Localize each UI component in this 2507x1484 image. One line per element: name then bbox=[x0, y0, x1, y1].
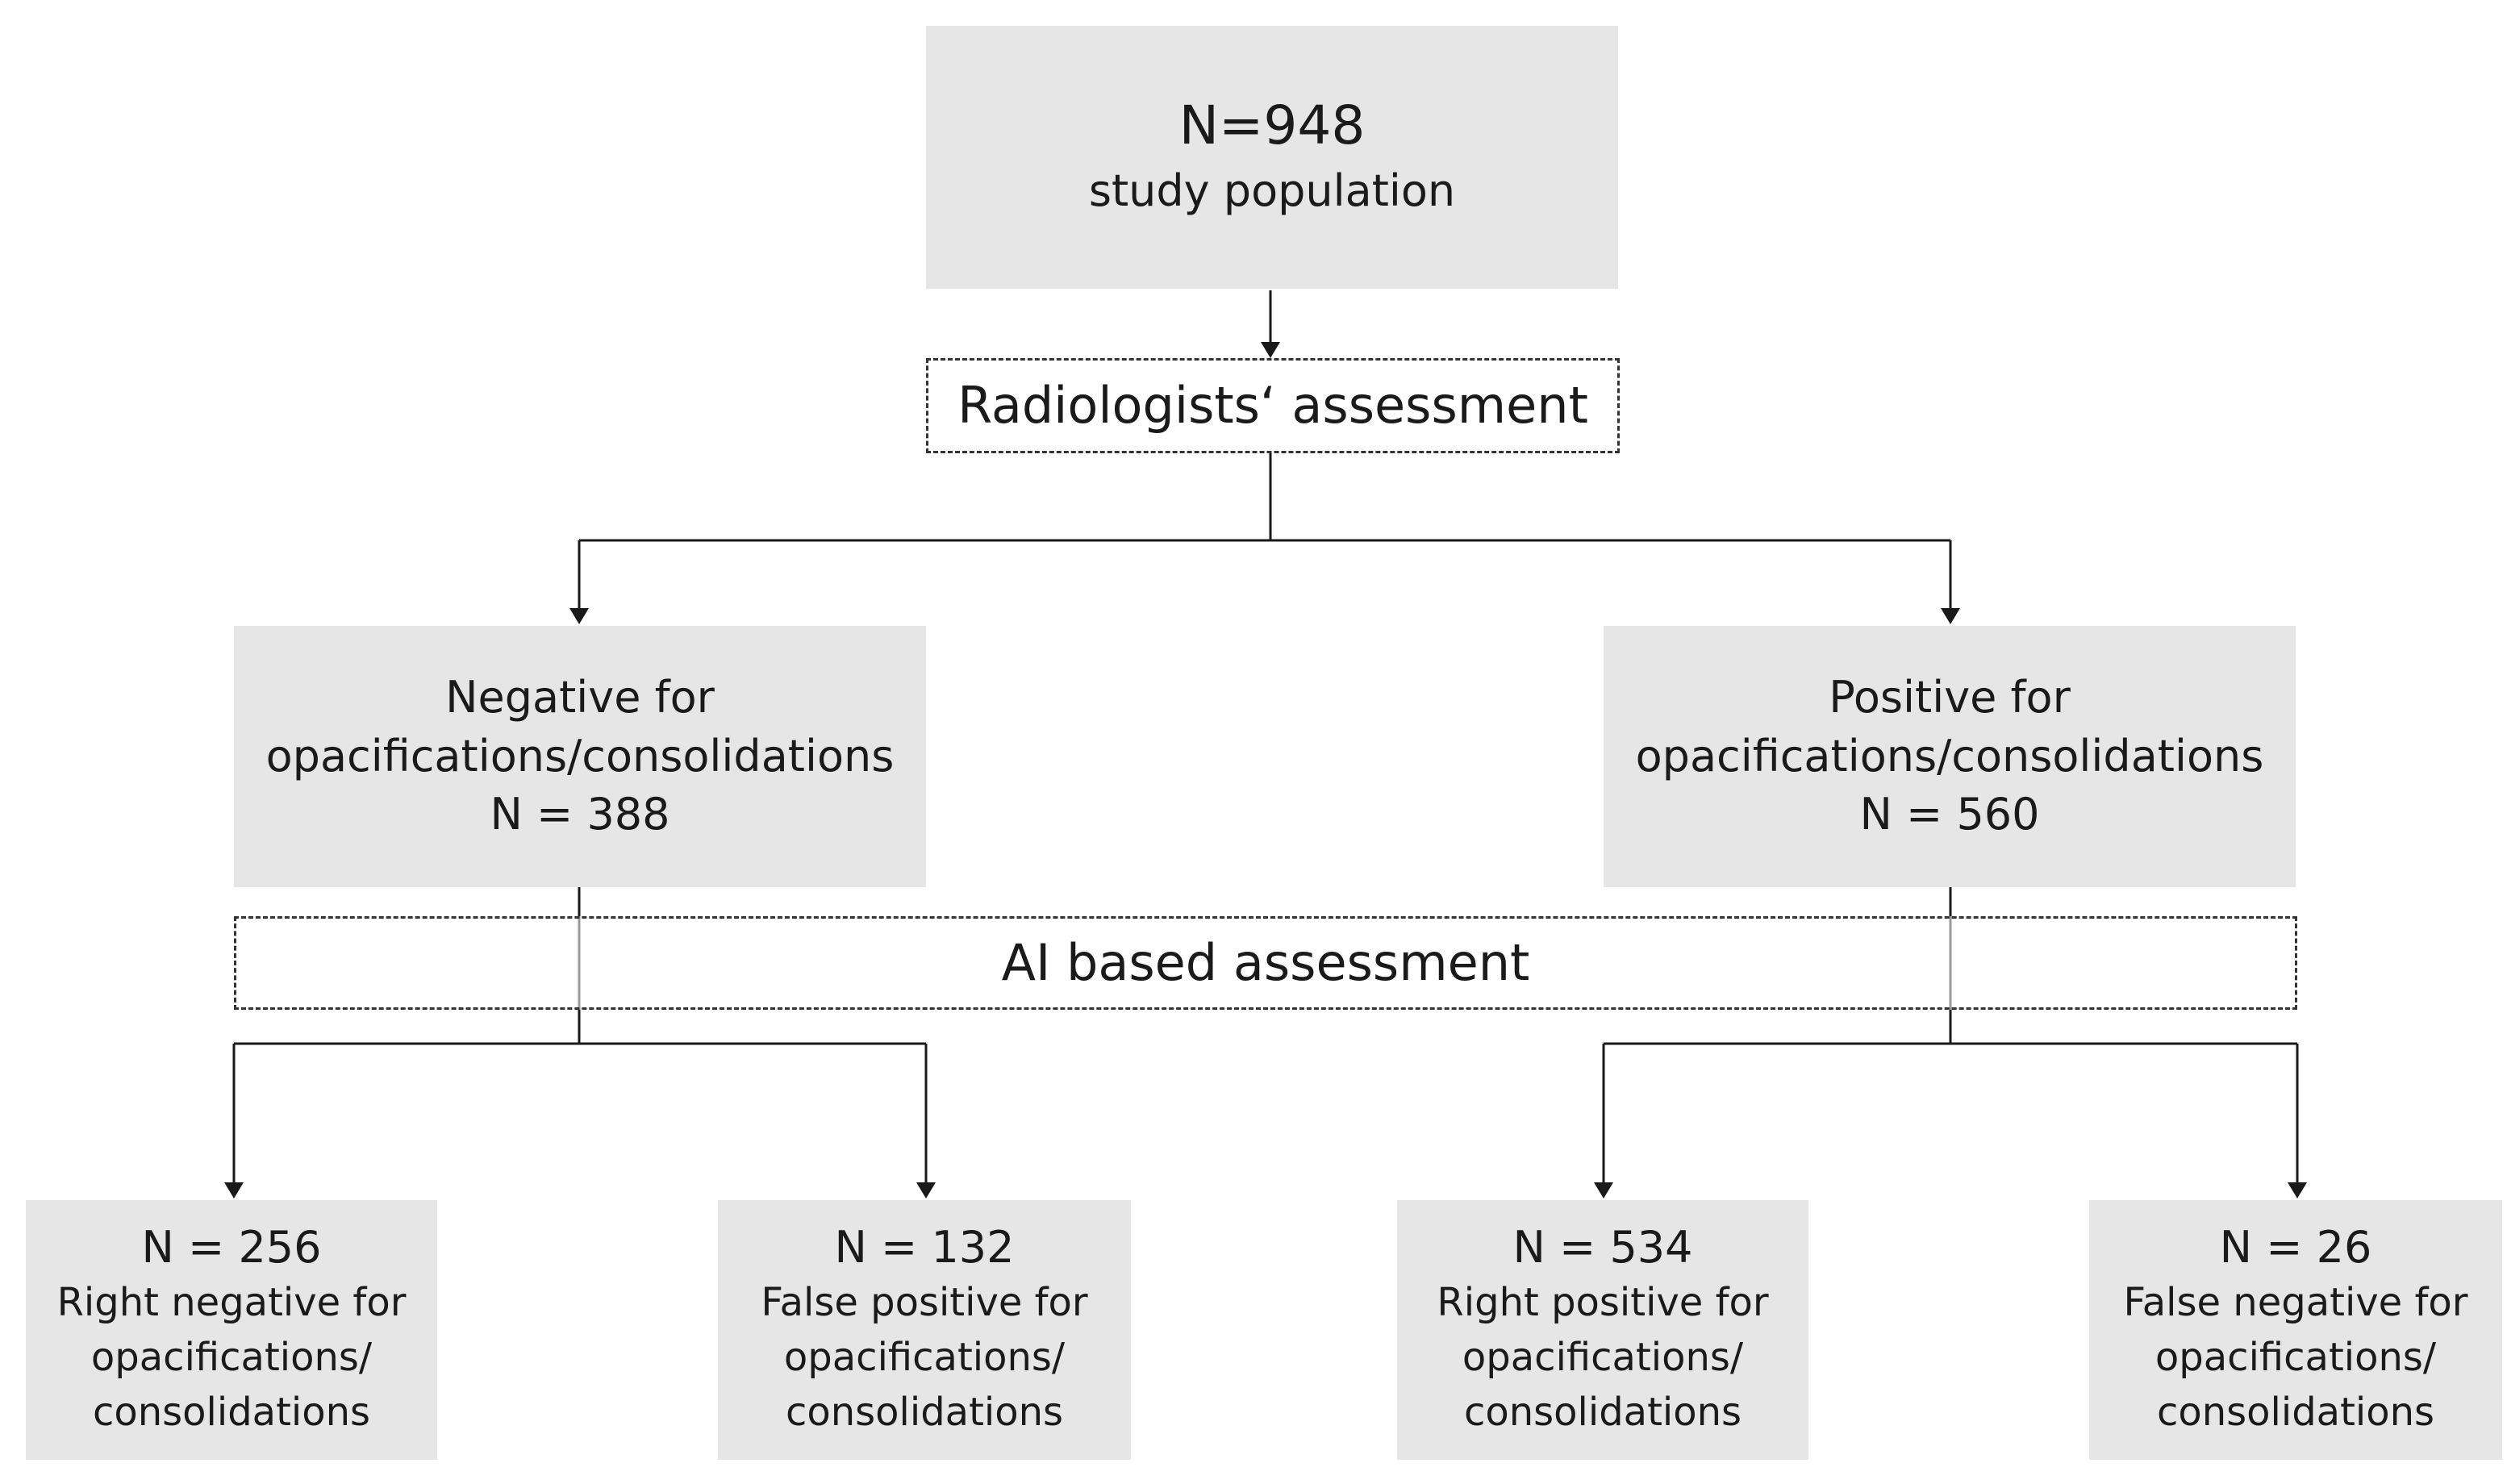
negative-line2: opacifications/consolidations bbox=[265, 730, 895, 782]
negative-count: N = 388 bbox=[490, 789, 670, 840]
radiologists-assessment-box: Radiologists‘ assessment bbox=[926, 358, 1620, 453]
leaf-count: N = 132 bbox=[834, 1222, 1015, 1273]
leaf-right-positive: N = 534 Right positive for opacification… bbox=[1397, 1200, 1808, 1460]
leaf-line2: opacifications/ bbox=[2155, 1334, 2437, 1380]
leaf-line1: False positive for bbox=[761, 1279, 1088, 1325]
positive-box: Positive for opacifications/consolidatio… bbox=[1604, 626, 2296, 887]
arrowhead-leaf-132 bbox=[916, 1182, 936, 1198]
arrowhead-negative bbox=[569, 608, 589, 624]
leaf-line2: opacifications/ bbox=[90, 1334, 373, 1380]
positive-line2: opacifications/consolidations bbox=[1635, 730, 2264, 782]
leaf-line2: opacifications/ bbox=[783, 1334, 1066, 1380]
leaf-line1: Right positive for bbox=[1437, 1279, 1769, 1325]
ai-assessment-box: AI based assessment bbox=[234, 916, 2297, 1010]
leaf-line1: False negative for bbox=[2123, 1279, 2468, 1325]
arrowhead-leaf-256 bbox=[224, 1182, 244, 1198]
leaf-false-negative: N = 26 False negative for opacifications… bbox=[2089, 1200, 2502, 1460]
leaf-line1: Right negative for bbox=[56, 1279, 407, 1325]
leaf-line2: opacifications/ bbox=[1462, 1334, 1744, 1380]
arrowhead-leaf-26 bbox=[2288, 1182, 2307, 1198]
leaf-line3: consolidations bbox=[1463, 1389, 1742, 1435]
positive-line1: Positive for bbox=[1829, 671, 2071, 723]
radiologists-assessment-label: Radiologists‘ assessment bbox=[957, 375, 1588, 435]
leaf-count: N = 26 bbox=[2219, 1222, 2372, 1273]
positive-count: N = 560 bbox=[1859, 789, 2040, 840]
arrowhead-positive bbox=[1941, 608, 1960, 624]
leaf-line3: consolidations bbox=[2156, 1389, 2435, 1435]
ai-assessment-label: AI based assessment bbox=[993, 932, 1538, 994]
leaf-right-negative: N = 256 Right negative for opacification… bbox=[26, 1200, 437, 1460]
negative-line1: Negative for bbox=[445, 671, 715, 723]
leaf-line3: consolidations bbox=[92, 1389, 371, 1435]
leaf-count: N = 534 bbox=[1512, 1222, 1693, 1273]
negative-box: Negative for opacifications/consolidatio… bbox=[234, 626, 926, 887]
leaf-line3: consolidations bbox=[785, 1389, 1064, 1435]
study-population-label: study population bbox=[1088, 165, 1456, 217]
leaf-count: N = 256 bbox=[141, 1222, 322, 1273]
study-population-count: N=948 bbox=[1178, 94, 1366, 156]
arrowhead-leaf-534 bbox=[1594, 1182, 1613, 1198]
study-population-box: N=948 study population bbox=[926, 26, 1618, 289]
leaf-false-positive: N = 132 False positive for opacification… bbox=[718, 1200, 1131, 1460]
arrowhead-radiologists bbox=[1261, 342, 1280, 358]
